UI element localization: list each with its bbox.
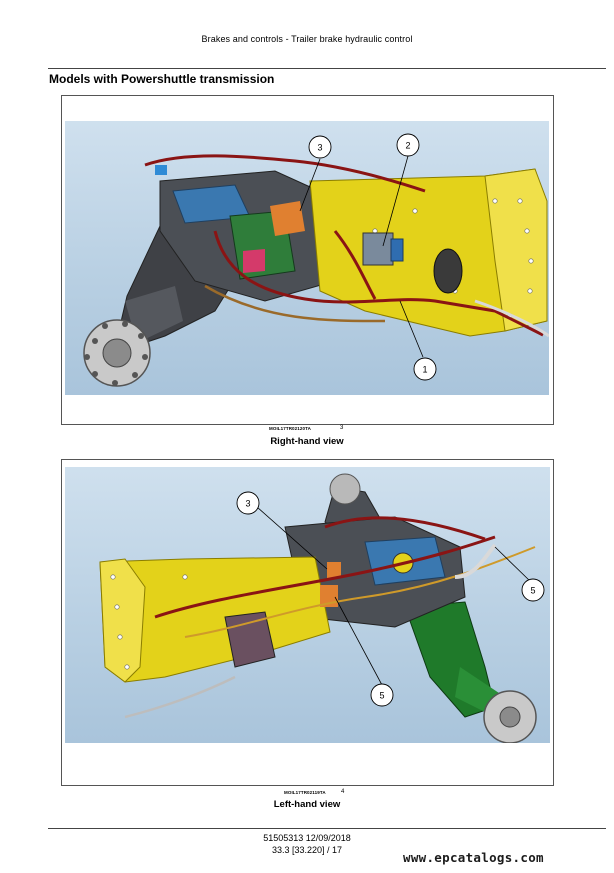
figure-2-caption: Left-hand view (273, 799, 341, 810)
header-title: Brakes and controls - Trailer brake hydr… (201, 34, 413, 44)
hub-center (499, 706, 521, 728)
figure-2-number: 4 (341, 789, 345, 795)
callout-3 (308, 135, 332, 159)
watermark-text: www.epcatalogs.com (403, 850, 544, 865)
figure-2-code: MOIL17TR02119TA (284, 790, 326, 795)
callout-leader-5-bottom (334, 596, 383, 686)
tractor-drivetrain-left-illustration: 3 5 5 (99, 473, 545, 743)
transmission-front (99, 558, 146, 683)
callout-leader-1 (399, 300, 424, 358)
callout-3-label: 3 (245, 499, 250, 509)
tractor-drivetrain-right-illustration: 3 2 1 (83, 133, 549, 387)
accumulator (433, 248, 463, 294)
callout-3 (236, 491, 260, 515)
figure-right-hand-view: 3 2 1 (61, 95, 554, 425)
callout-2-label: 2 (405, 141, 410, 151)
callout-leader-3 (256, 506, 328, 570)
callout-5-right (521, 578, 545, 602)
footer-rule (48, 828, 606, 829)
hub-center (102, 338, 132, 368)
footer-doc-ref: 51505313 12/09/2018 (263, 833, 351, 843)
orange-component-2 (327, 562, 341, 578)
valve-solenoid (390, 238, 404, 262)
figure-1-number: 3 (340, 425, 344, 431)
transmission-bolts (110, 574, 238, 670)
silver-pipe (454, 543, 497, 579)
brake-pipe-top (324, 516, 486, 541)
callout-3-label: 3 (317, 143, 322, 153)
callout-1 (413, 357, 437, 381)
trailer-brake-valve (362, 232, 394, 266)
callout-leader-5-right (494, 546, 532, 583)
brake-pipe-upper (144, 154, 426, 193)
brake-pipe-upper (154, 535, 496, 619)
callout-leader-2 (382, 155, 409, 247)
brake-pipe-valve (333, 230, 377, 300)
upper-hub (329, 473, 361, 505)
silver-rod (124, 675, 236, 719)
figure-1-caption: Right-hand view (270, 436, 344, 447)
transmission-bolts (372, 198, 534, 319)
figure-illustration: 3 5 5 (65, 467, 550, 743)
figure-illustration: 3 2 1 (65, 121, 549, 395)
blue-connector (155, 165, 167, 175)
section-rule (48, 68, 606, 69)
figure-left-hand-view: 3 5 5 (61, 459, 554, 786)
section-title: Models with Powershuttle transmission (49, 72, 275, 86)
figure-1-code: MOIL17TR02120TA (269, 426, 311, 431)
orange-pipe (184, 546, 536, 638)
orange-component (270, 201, 305, 236)
callout-5-bottom-label: 5 (379, 691, 384, 701)
hub-studs (84, 321, 148, 386)
callout-leader-3 (299, 158, 321, 212)
callout-2 (396, 133, 420, 157)
footer-page-ref: 33.3 [33.220] / 17 (271, 845, 343, 855)
silver-pipe (474, 299, 549, 338)
brake-pipe-lower (213, 230, 544, 337)
brown-pipe (204, 284, 386, 323)
callout-5-right-label: 5 (530, 586, 535, 596)
pink-component (243, 249, 265, 273)
callout-1-label: 1 (422, 365, 427, 375)
callout-5-bottom (370, 683, 394, 707)
